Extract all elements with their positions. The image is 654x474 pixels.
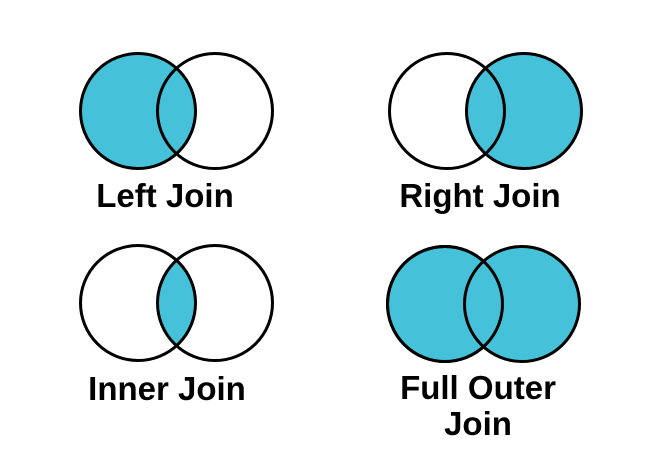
full-outer-join-label-line2: Join	[444, 405, 512, 442]
full-outer-join-label: Full Outer Join	[400, 370, 556, 442]
right-join-diagram	[387, 50, 584, 177]
left-join-venn	[79, 52, 274, 170]
left-join-diagram	[78, 50, 275, 177]
right-join-venn	[388, 52, 583, 170]
right-circle-filled	[463, 245, 581, 363]
right-circle-filled	[465, 52, 583, 170]
left-circle-outline-overlay	[386, 245, 504, 363]
left-circle-filled	[79, 52, 197, 170]
left-circle-outline	[388, 52, 506, 170]
inner-join-diagram	[78, 242, 275, 369]
left-circle-outline	[79, 244, 197, 362]
right-join-label: Right Join	[399, 177, 561, 214]
full-outer-join-label-line1: Full Outer	[400, 369, 556, 406]
left-join-label: Left Join	[96, 177, 234, 214]
inner-join-label: Inner Join	[88, 370, 246, 407]
full-outer-join-diagram	[385, 243, 582, 370]
full-outer-join-venn	[386, 245, 581, 363]
right-circle-outline	[156, 244, 274, 362]
right-circle-outline	[156, 52, 274, 170]
inner-join-venn	[79, 244, 274, 362]
